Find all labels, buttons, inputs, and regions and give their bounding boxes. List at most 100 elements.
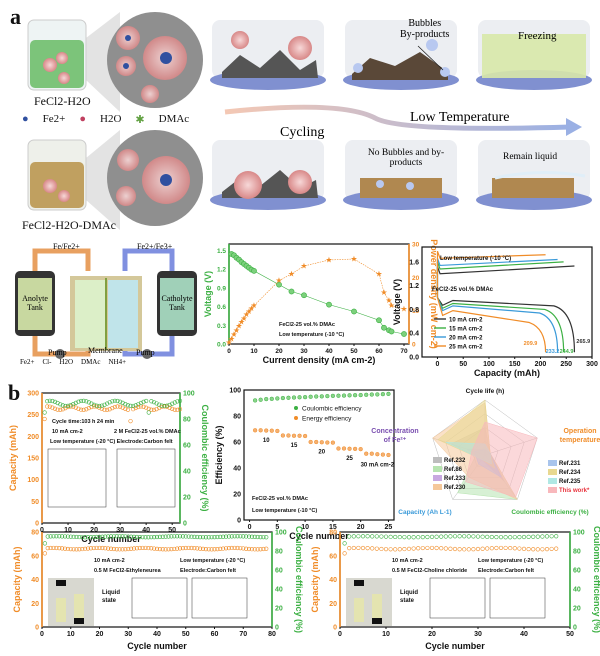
y2-axis-label: Power density (mW cm-2) [429,239,439,349]
ee-point [341,446,347,451]
y-tick-label: 20 [233,492,241,499]
capacity-point [73,405,78,410]
ce-point [498,535,504,540]
ce-point [86,400,91,405]
ce-point [58,402,63,407]
ce-point [62,534,68,539]
capacity-point [91,404,97,409]
ce-point [255,534,260,540]
ce-point [120,400,125,405]
legend-label: Ref.232 [444,458,466,464]
capacity-point [383,547,389,552]
capacity-point [159,404,164,410]
x-tick-label: 30 [124,631,132,638]
ce-point [131,534,137,539]
ce-point [163,534,168,539]
inset-voltage-time [489,577,546,619]
ce-point [102,402,107,407]
x-tick-label: 0 [40,631,44,638]
ce-point [97,534,102,539]
ce-point [42,410,47,415]
capacity-point [149,546,154,551]
discharge-curve [436,297,547,353]
y2-tick-label: 80 [275,549,283,556]
legend-label: Ref.235 [559,479,581,485]
ce-point [375,392,380,397]
ce-point [215,534,220,540]
ce-point [146,410,151,415]
scene-bubbles-byproducts [343,20,459,90]
radar-axis-capacity: Capacity (Ah L-1) [398,509,451,516]
y-tick-label: 40 [31,577,39,584]
membrane-label: Membrane [88,346,123,355]
capacity-point [94,545,99,551]
capacity-point [133,405,138,411]
capacity-point [209,547,214,552]
x-tick-label: 10 [382,631,390,638]
x-tick-label: 60 [211,631,219,638]
ce-point [125,403,131,408]
x-tick-label: 0 [248,524,252,531]
y-tick-label: 80 [329,530,337,537]
capacity-point [166,547,171,552]
capacity-point [466,547,471,552]
ce-point [508,535,513,540]
ce-point [91,535,96,540]
ce-point [60,534,65,539]
capacity-point [71,404,76,409]
annotation-electrode: Electrode:Carbon felt [478,568,534,574]
capacity-point [215,547,220,552]
capacity-point [379,546,384,552]
legend-swatch [433,457,442,463]
rate-label: 15 [291,443,298,449]
pump-left-label: Pump [48,348,67,357]
y-tick-label: 200 [27,434,39,441]
capacity-point [169,547,174,552]
capacity-point [549,546,554,552]
ce-point [374,534,379,539]
ce-point [330,393,336,399]
ce-point [117,534,122,539]
ce-point [54,534,59,539]
capacity-point [104,407,110,412]
capacity-point [252,547,257,552]
capacity-point [80,546,85,552]
ce-point [252,534,257,539]
power-point: ★ [350,255,357,264]
capacity-point [84,407,89,412]
capacity-point [183,545,188,551]
ce-point [232,534,237,539]
y2-tick-label: 80 [183,417,191,424]
discharge-curve [436,297,565,353]
ce-point [252,398,258,403]
ce-point [129,534,134,539]
capacity-point [136,404,141,410]
legend-label: 20 mA cm-2 [449,336,483,342]
vial-cap-inverted [74,618,84,624]
ce-point [45,534,50,539]
capacity-point [223,546,229,551]
capacity-point [99,406,104,411]
power-point: ★ [325,256,332,265]
x-tick-label: 0 [338,631,342,638]
ce-point [319,394,324,399]
ce-point [166,534,171,539]
annotation-conditions: Low temperature (-20 °C) Electrode:Carbo… [50,439,173,445]
plot-frame [421,246,593,358]
ce-point [365,534,370,539]
ce-point [269,396,274,401]
ee-point [369,451,374,456]
annotation-temperature: Low temperature (-20 °C) [478,558,543,564]
ce-point [74,534,79,540]
inset-voltage-capacity [429,577,486,619]
ee-point [264,428,269,433]
ce-point [411,535,416,540]
ce-point [51,534,56,539]
capacity-point [50,405,55,410]
capacity-point [198,546,203,551]
ce-point [141,399,146,404]
y-tick-label: 1.2 [409,283,419,290]
x-tick-label: 40 [325,348,333,355]
capacity-point [65,546,70,552]
y-axis-label: Capacity (mAh) [8,425,18,491]
